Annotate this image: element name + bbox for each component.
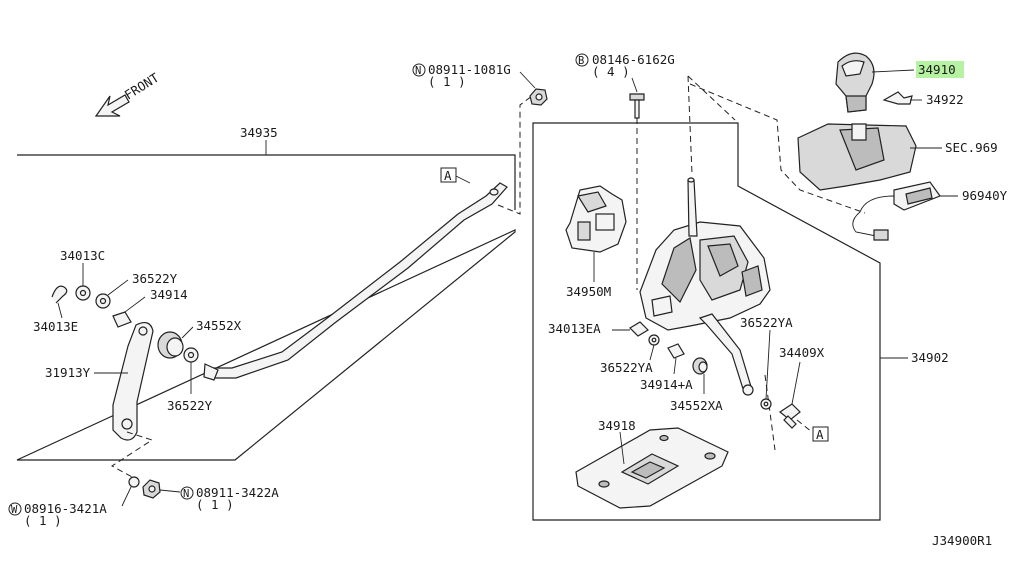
shifter-bracket (639, 177, 771, 396)
washer-36522ya-right: 36522YA (740, 315, 793, 410)
label-34552xa: 34552XA (670, 398, 723, 413)
bushing-34552xa: 34552XA (670, 357, 723, 413)
label-34950m: 34950M (566, 284, 611, 299)
label-34910: 34910 (918, 62, 956, 77)
label-34013e: 34013E (33, 319, 78, 334)
bushing-34552x: 34552X (157, 318, 242, 359)
clip-parts-left: 34013E 34013C 36522Y 34914 (33, 248, 188, 334)
washer-36522ya-left: 36522YA (600, 334, 660, 375)
label-08146-6162g: 08146-6162G (592, 52, 675, 67)
bolt-08146-6162g: B 08146-6162G ( 4 ) (575, 52, 675, 119)
control-rod (203, 182, 508, 381)
front-label: FRONT (122, 70, 162, 103)
right-assembly-box: 34902 (532, 122, 949, 521)
ref-marker-a-right: A (812, 426, 829, 442)
drawing-id: J34900R1 (932, 533, 992, 548)
symbol-n-1081: N (415, 65, 421, 77)
label-34914: 34914 (150, 287, 188, 302)
label-08146-6162g-qty: ( 4 ) (592, 64, 630, 79)
label-34409x: 34409X (779, 345, 825, 360)
label-34918: 34918 (598, 418, 636, 433)
label-08911-3422a: 08911-3422A (196, 485, 279, 500)
ref-marker-a-left: A (440, 167, 471, 184)
label-sec969: SEC.969 (945, 140, 998, 155)
label-36522y-top: 36522Y (132, 271, 178, 286)
left-assembly-box: 34935 (16, 125, 516, 461)
label-36522ya-right: 36522YA (740, 315, 793, 330)
label-08916-qty: ( 1 ) (24, 513, 62, 528)
ref-marker-a-right-text: A (816, 427, 824, 442)
label-31913y: 31913Y (45, 365, 91, 380)
label-34935: 34935 (240, 125, 278, 140)
front-arrow: FRONT (94, 70, 162, 117)
label-34902: 34902 (911, 350, 949, 365)
part-34950m: 34950M (565, 185, 627, 299)
label-36522ya-left: 36522YA (600, 360, 653, 375)
harness-96940y: 96940Y (852, 181, 1008, 241)
label-08916: 08916-3421A (24, 501, 107, 516)
label-34013ea: 34013EA (548, 321, 601, 336)
nut-08911-3422a: N 08911-3422A ( 1 ) (142, 479, 279, 512)
knob-34910: 34910 (835, 52, 964, 113)
label-34013c: 34013C (60, 248, 105, 263)
washer-08916: W 08916-3421A ( 1 ) (8, 476, 140, 528)
ref-marker-a-left-text: A (444, 168, 452, 183)
label-08911-3422a-qty: ( 1 ) (196, 497, 234, 512)
washer-36522y-bottom: 36522Y (167, 347, 213, 413)
label-08911-1081g-qty: ( 1 ) (428, 74, 466, 89)
label-34922: 34922 (926, 92, 964, 107)
symbol-b: B (578, 55, 584, 67)
pin-34409x: 34409X (778, 345, 825, 429)
label-96940y: 96940Y (962, 188, 1008, 203)
plate-34918: 34918 (575, 418, 729, 509)
nut-08911-1081g: N 08911-1081G ( 1 ) (412, 62, 548, 106)
clip-34922: 34922 (882, 91, 964, 107)
label-08911-1081g: 08911-1081G (428, 62, 511, 77)
bellcrank-31913y: 31913Y (45, 321, 154, 441)
symbol-w: W (11, 504, 18, 516)
label-34914a: 34914+A (640, 377, 693, 392)
label-34552x: 34552X (196, 318, 242, 333)
console-sec969: SEC.969 (797, 123, 998, 191)
label-36522y-bottom: 36522Y (167, 398, 213, 413)
clip-34013ea: 34013EA (548, 321, 649, 337)
symbol-n-3422: N (183, 488, 189, 500)
highlight-34910 (916, 61, 964, 78)
bushing-34914a: 34914+A (640, 343, 693, 392)
